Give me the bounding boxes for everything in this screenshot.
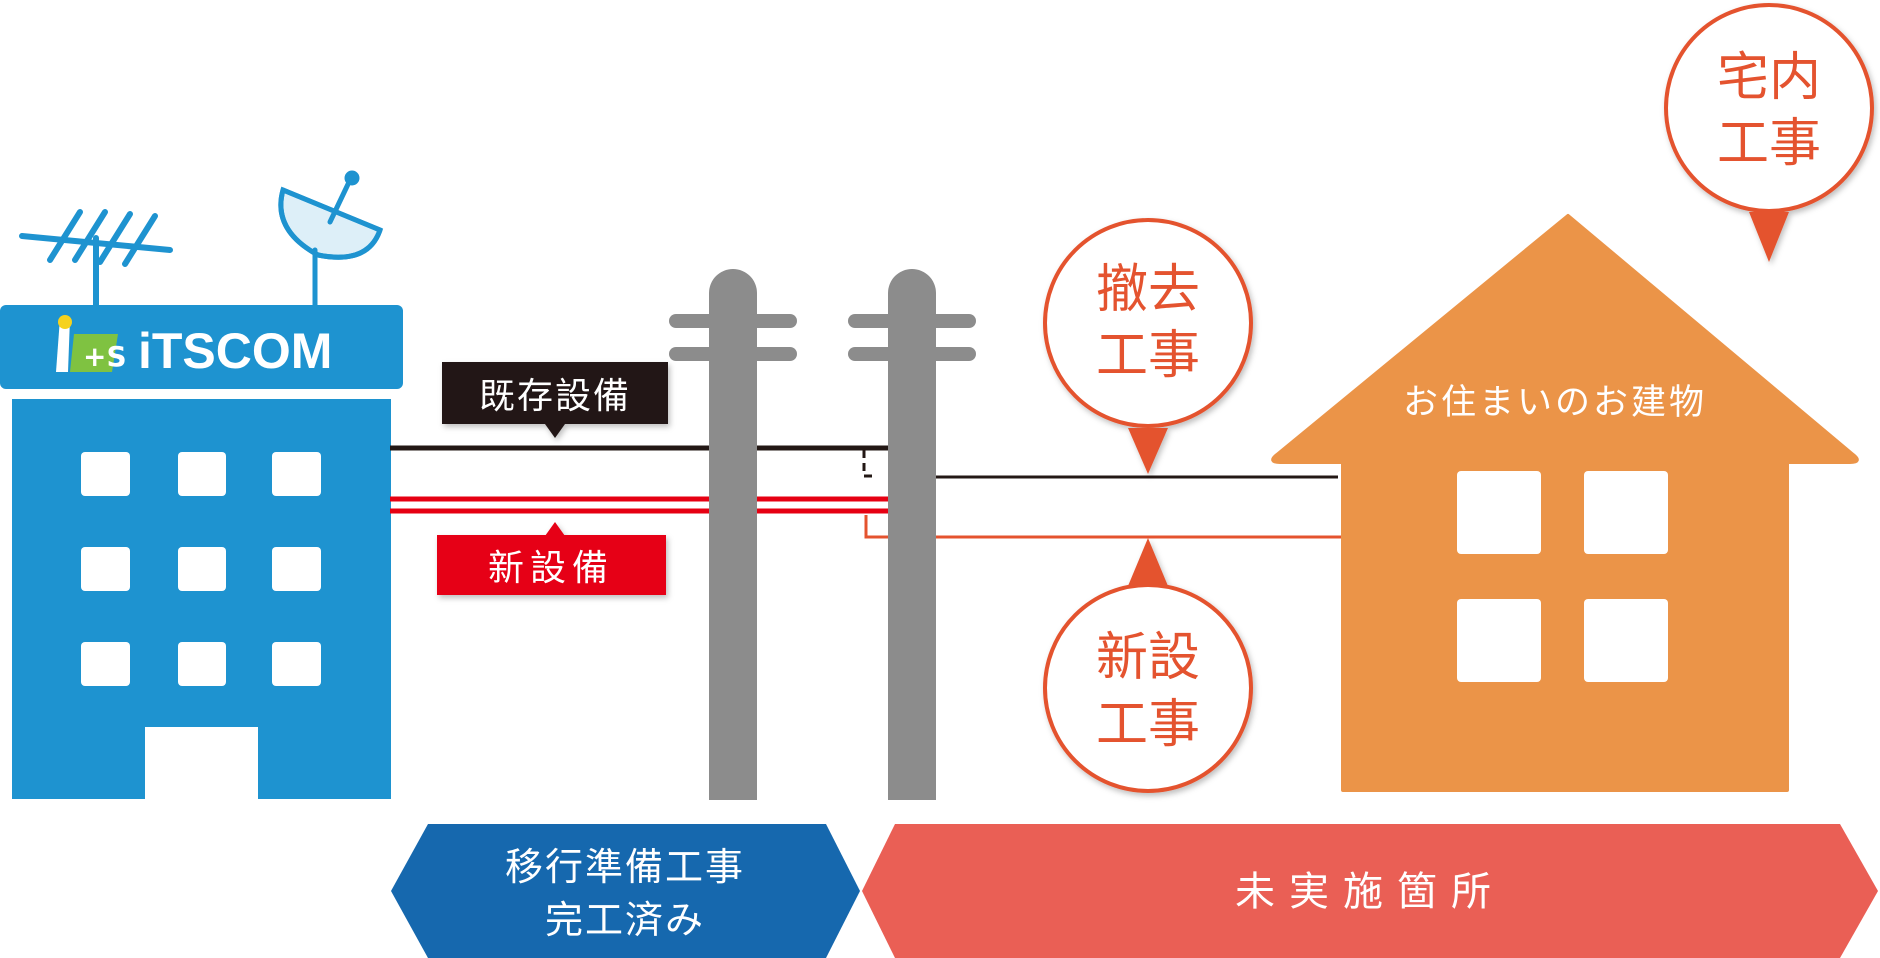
house-windows (1457, 471, 1668, 682)
existing-equipment-text: 既存設備 (479, 376, 631, 417)
indoor-work-line1: 宅内 (1717, 48, 1821, 108)
new-equipment-label (437, 522, 666, 595)
satellite-dish-icon (278, 170, 384, 308)
new-cable (390, 496, 1342, 539)
status-done-banner (391, 824, 860, 958)
house (1271, 214, 1859, 792)
building-windows (81, 452, 321, 686)
existing-cable (390, 445, 1338, 479)
status-done-line2: 完工済み (545, 898, 705, 942)
new-install-line2: 工事 (1096, 695, 1200, 755)
status-pending-banner (862, 824, 1878, 958)
building-door (145, 727, 258, 799)
svg-text:+S: +S (83, 340, 127, 373)
removal-work-line2: 工事 (1096, 326, 1200, 386)
itscom-logo-text: iTSCOM (138, 323, 332, 379)
new-install-bubble (1043, 538, 1253, 793)
removal-work-bubble (1043, 218, 1253, 474)
new-install-line1: 新設 (1096, 628, 1200, 688)
indoor-work-line2: 工事 (1717, 114, 1821, 174)
status-done-line1: 移行準備工事 (505, 845, 745, 889)
utility-pole-right (848, 269, 976, 800)
house-label: お住まいのお建物 (1403, 383, 1707, 423)
tv-antenna-icon (19, 209, 173, 308)
itscom-building (0, 305, 403, 799)
removal-work-line1: 撤去 (1096, 260, 1200, 320)
new-equipment-text: 新設備 (488, 548, 614, 589)
utility-pole-left (669, 269, 797, 800)
existing-equipment-label (442, 362, 668, 438)
itscom-logo-icon: +S (56, 315, 127, 373)
indoor-work-bubble (1664, 3, 1874, 262)
status-pending-label: 未実施箇所 (1235, 869, 1505, 915)
